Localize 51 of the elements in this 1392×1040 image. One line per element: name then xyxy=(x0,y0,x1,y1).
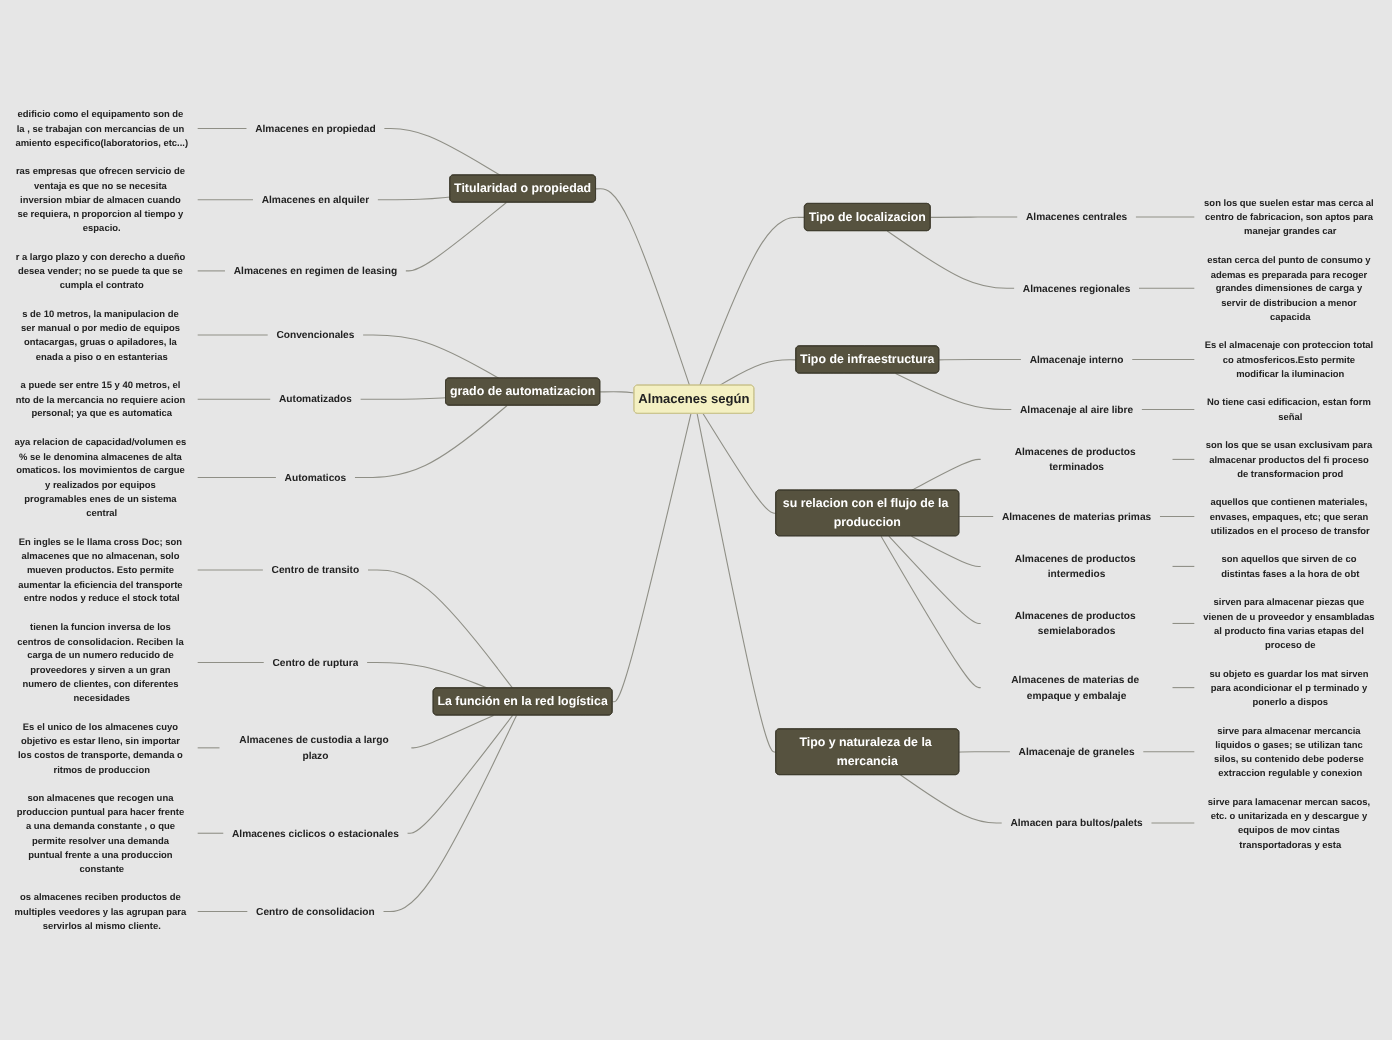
connector xyxy=(197,270,226,272)
connector xyxy=(938,358,1022,361)
connector xyxy=(958,751,1011,753)
connector xyxy=(888,535,982,624)
connector xyxy=(880,535,982,689)
connector xyxy=(1171,622,1195,624)
connector xyxy=(383,127,501,176)
connector xyxy=(895,372,1012,410)
connector xyxy=(197,199,254,201)
connector xyxy=(702,413,777,514)
connector xyxy=(696,413,777,753)
connector xyxy=(362,334,500,379)
connector xyxy=(410,714,495,749)
connector xyxy=(958,515,994,517)
connector xyxy=(197,747,221,749)
connector xyxy=(382,714,518,913)
connector xyxy=(719,359,797,386)
connector xyxy=(1171,687,1195,689)
connector xyxy=(360,397,447,400)
connector xyxy=(886,230,1015,289)
connector xyxy=(1150,822,1195,824)
connector xyxy=(197,398,271,400)
connector xyxy=(1131,358,1195,361)
connector xyxy=(930,216,1018,218)
connector xyxy=(197,476,277,479)
connector xyxy=(1142,751,1195,753)
connector xyxy=(354,405,508,479)
connector xyxy=(900,774,1003,824)
connector xyxy=(1135,216,1195,218)
connector xyxy=(197,569,264,571)
connector xyxy=(367,569,514,689)
connector xyxy=(599,391,635,394)
connector xyxy=(1159,515,1195,517)
connector xyxy=(407,714,514,834)
connector xyxy=(197,334,269,336)
connector xyxy=(377,196,451,201)
connector xyxy=(1171,458,1195,460)
connector xyxy=(197,832,224,834)
connector xyxy=(699,216,806,386)
connector xyxy=(910,458,982,491)
connector xyxy=(1171,565,1195,567)
connector xyxy=(611,413,692,703)
connector xyxy=(197,661,265,663)
connector xyxy=(197,127,248,129)
connector xyxy=(1141,408,1195,410)
connector xyxy=(197,911,248,913)
connector xyxy=(366,661,489,689)
connector xyxy=(1138,287,1195,289)
connector xyxy=(910,535,982,567)
connector xyxy=(595,188,691,386)
connector xyxy=(405,201,507,272)
